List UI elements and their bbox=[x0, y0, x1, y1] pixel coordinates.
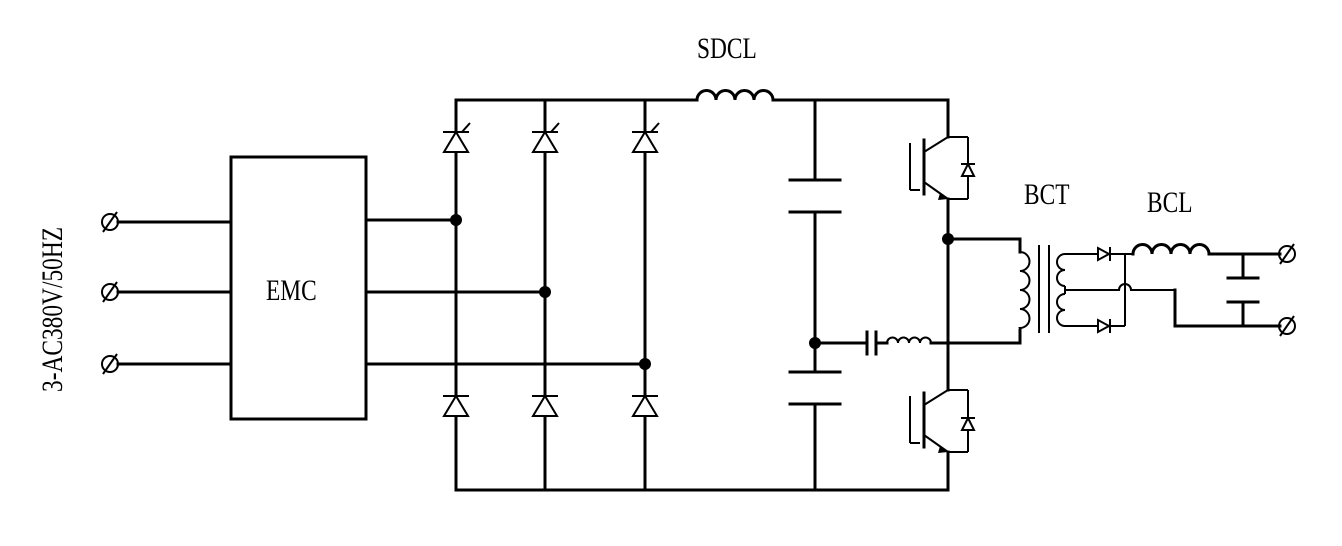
output-diode-upper bbox=[1097, 246, 1112, 262]
diode-lower-3 bbox=[631, 394, 659, 417]
junction-dot bbox=[539, 286, 551, 298]
output-filter-capacitor bbox=[1173, 252, 1282, 328]
input-terminals bbox=[101, 211, 119, 375]
output-rectifier bbox=[1097, 246, 1175, 334]
terminal-l1 bbox=[101, 211, 119, 233]
rectifier-bridge bbox=[442, 98, 950, 492]
emc-filter-box bbox=[229, 155, 368, 421]
sdcl-inductor bbox=[695, 89, 950, 102]
sdcl-label: SDCL bbox=[697, 31, 757, 64]
terminal-l3 bbox=[101, 353, 119, 375]
thyristor-upper-2 bbox=[531, 122, 560, 153]
emc-label: EMC bbox=[266, 273, 317, 306]
terminal-out-positive bbox=[1278, 243, 1296, 265]
junction-dot bbox=[450, 214, 462, 226]
igbt-half-bridge bbox=[909, 98, 976, 492]
terminal-l2 bbox=[101, 281, 119, 303]
thyristor-upper-3 bbox=[631, 122, 660, 153]
diode-lower-2 bbox=[531, 394, 559, 417]
thyristor-upper-1 bbox=[442, 122, 471, 153]
emc-output-wires bbox=[364, 218, 647, 366]
diode-lower-1 bbox=[442, 394, 470, 417]
dc-link-capacitors bbox=[788, 98, 842, 492]
igbt-upper bbox=[909, 136, 976, 200]
bcl-inductor bbox=[1131, 243, 1282, 256]
junction-dot bbox=[639, 358, 651, 370]
supply-label: 3-AC380V/50HZ bbox=[35, 227, 68, 392]
terminal-out-negative bbox=[1278, 315, 1296, 337]
input-wires bbox=[116, 220, 233, 366]
bct-label: BCT bbox=[1024, 177, 1070, 210]
igbt-lower bbox=[909, 389, 976, 453]
output-terminals bbox=[1278, 243, 1296, 337]
transformer-bct bbox=[946, 237, 1114, 345]
bcl-label: BCL bbox=[1147, 185, 1193, 218]
resonant-branch bbox=[813, 330, 950, 356]
output-diode-lower bbox=[1097, 318, 1112, 334]
